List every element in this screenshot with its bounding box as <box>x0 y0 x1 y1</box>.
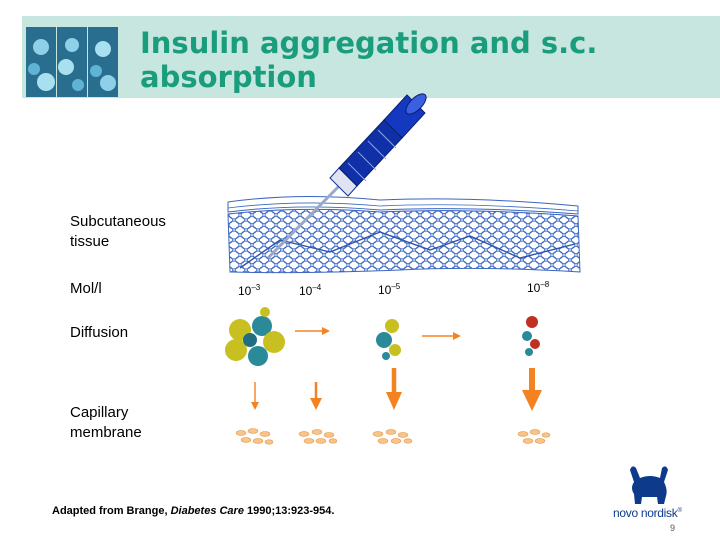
absorption-arrow-3 <box>386 368 402 410</box>
page-title-line2: absorption <box>140 60 317 94</box>
concentration-1-base: 10 <box>238 284 252 298</box>
citation-journal: Diabetes Care <box>170 505 244 517</box>
syringe-needle-illustration <box>266 93 427 260</box>
page-title-line1: Insulin aggregation and s.c. <box>140 26 598 60</box>
absorption-arrow-2 <box>310 382 322 410</box>
concentration-1-exp: –3 <box>251 283 261 292</box>
page-title: Insulin aggregation and s.c. absorption <box>140 26 597 94</box>
concentration-3-exp: –5 <box>391 282 401 291</box>
label-capillary-membrane: Capillary membrane <box>70 403 142 443</box>
citation-prefix: Adapted from Brange, <box>52 505 171 517</box>
concentration-4: 10–8 <box>527 280 549 295</box>
concentration-2-base: 10 <box>299 284 313 298</box>
logo-registered-mark: ® <box>677 508 682 514</box>
diffusion-arrow-1 <box>295 327 330 335</box>
header-band <box>22 16 720 98</box>
concentration-3: 10–5 <box>378 282 400 297</box>
concentration-2: 10–4 <box>299 283 321 298</box>
label-capillary-line1: Capillary <box>70 404 129 421</box>
concentration-1: 10–3 <box>238 283 260 298</box>
page-number: 9 <box>670 523 676 533</box>
hexamer-molecule <box>225 307 285 366</box>
monomer-molecule <box>522 316 540 356</box>
logo-text: novo nordisk <box>613 506 678 520</box>
concentration-4-exp: –8 <box>540 280 550 289</box>
absorption-arrow-4 <box>522 368 542 411</box>
absorption-arrow-1 <box>251 382 259 410</box>
novo-nordisk-logo: novo nordisk® <box>613 506 682 520</box>
citation-suffix: 1990;13:923-954. <box>243 505 335 517</box>
diffusion-arrow-2 <box>422 332 461 340</box>
label-subcutaneous-line1: Subcutaneous <box>70 213 166 230</box>
concentration-4-base: 10 <box>527 281 541 295</box>
citation-footer: Adapted from Brange, Diabetes Care 1990;… <box>52 505 334 517</box>
dimer-molecule <box>376 319 401 360</box>
concentration-3-base: 10 <box>378 283 392 297</box>
label-capillary-line2: membrane <box>70 424 142 441</box>
header-thumbnail-images <box>26 27 118 97</box>
subcutaneous-tissue-illustration <box>227 195 581 274</box>
bull-icon <box>630 466 668 504</box>
label-subcutaneous-line2: tissue <box>70 233 110 250</box>
label-molar: Mol/l <box>70 280 102 297</box>
capillary-membrane-cells <box>235 428 551 445</box>
concentration-2-exp: –4 <box>312 283 322 292</box>
label-subcutaneous-tissue: Subcutaneous tissue <box>70 212 166 252</box>
label-diffusion: Diffusion <box>70 324 129 341</box>
